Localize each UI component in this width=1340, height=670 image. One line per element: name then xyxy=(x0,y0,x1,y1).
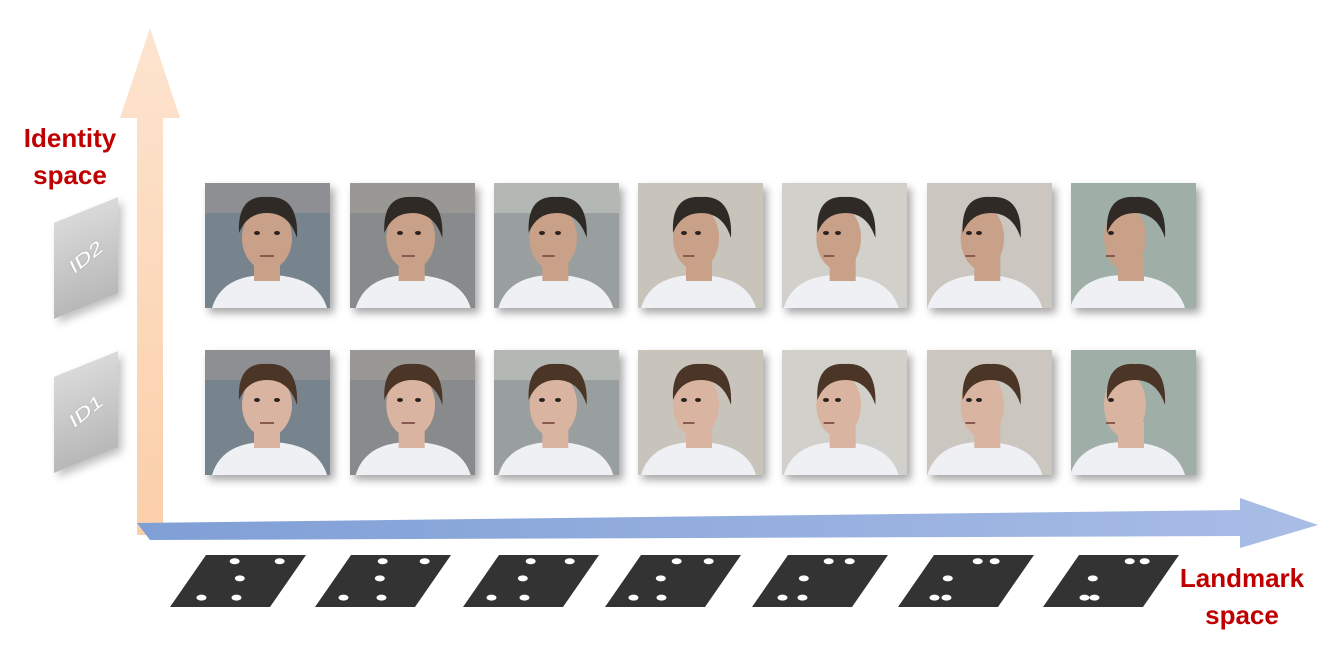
identity-axis-arrow xyxy=(120,28,180,535)
landmark-dot xyxy=(656,594,667,601)
landmark-tile xyxy=(752,555,888,607)
landmark-dot xyxy=(628,594,639,601)
landmark-axis-arrow xyxy=(137,498,1318,548)
face-photo xyxy=(494,350,619,475)
landmark-dot xyxy=(941,594,952,601)
landmark-dot xyxy=(797,594,808,601)
landmark-dot xyxy=(486,594,497,601)
landmark-dot xyxy=(338,594,349,601)
landmark-tile-shape xyxy=(1043,555,1179,607)
landmark-tile xyxy=(605,555,741,607)
face-photo xyxy=(927,183,1052,308)
landmark-label-line-2: space xyxy=(1205,600,1279,630)
landmark-tile xyxy=(1043,555,1179,607)
landmark-dot xyxy=(798,575,809,582)
landmark-dot xyxy=(419,558,430,565)
landmark-tile xyxy=(898,555,1034,607)
landmark-dot xyxy=(231,594,242,601)
identity-label-line-2: space xyxy=(33,160,107,190)
face-photo xyxy=(782,183,907,308)
landmark-dot xyxy=(844,558,855,565)
landmark-dot xyxy=(972,558,983,565)
landmark-dot xyxy=(1089,594,1100,601)
landmark-dot xyxy=(671,558,682,565)
landmark-axis-label: Landmark space xyxy=(1178,560,1306,634)
landmark-dot xyxy=(1124,558,1135,565)
face-photo xyxy=(350,350,475,475)
landmark-dot xyxy=(1139,558,1150,565)
landmark-tile-shape xyxy=(605,555,741,607)
landmark-dot xyxy=(229,558,240,565)
identity-label-line-1: Identity xyxy=(23,123,117,153)
landmark-dot xyxy=(1079,594,1090,601)
landmark-dot xyxy=(519,594,530,601)
face-photo xyxy=(205,350,330,475)
landmark-dot xyxy=(777,594,788,601)
landmark-dot xyxy=(517,575,528,582)
landmark-tile xyxy=(463,555,599,607)
landmark-dot xyxy=(274,558,285,565)
landmark-dot xyxy=(823,558,834,565)
identity-axis-label: Identity space xyxy=(20,120,120,194)
landmark-dot xyxy=(376,594,387,601)
landmark-tile xyxy=(315,555,451,607)
landmark-dot xyxy=(196,594,207,601)
face-photo xyxy=(927,350,1052,475)
landmark-tile-shape xyxy=(898,555,1034,607)
face-photo xyxy=(1071,183,1196,308)
landmark-dot xyxy=(374,575,385,582)
face-photo xyxy=(638,350,763,475)
face-photo xyxy=(782,350,907,475)
landmark-dot xyxy=(564,558,575,565)
landmark-dot xyxy=(989,558,1000,565)
landmark-tile-shape xyxy=(463,555,599,607)
face-photo xyxy=(638,183,763,308)
face-photo xyxy=(1071,350,1196,475)
landmark-tile xyxy=(170,555,306,607)
landmark-tile-shape xyxy=(752,555,888,607)
face-photo xyxy=(350,183,475,308)
landmark-dot xyxy=(234,575,245,582)
landmark-dot xyxy=(703,558,714,565)
landmark-tile-shape xyxy=(315,555,451,607)
landmark-label-line-1: Landmark xyxy=(1179,563,1305,593)
landmark-dot xyxy=(1087,575,1098,582)
landmark-dot xyxy=(377,558,388,565)
landmark-dot xyxy=(929,594,940,601)
landmark-dot xyxy=(655,575,666,582)
landmark-dot xyxy=(525,558,536,565)
landmark-dot xyxy=(942,575,953,582)
face-photo xyxy=(494,183,619,308)
face-photo xyxy=(205,183,330,308)
